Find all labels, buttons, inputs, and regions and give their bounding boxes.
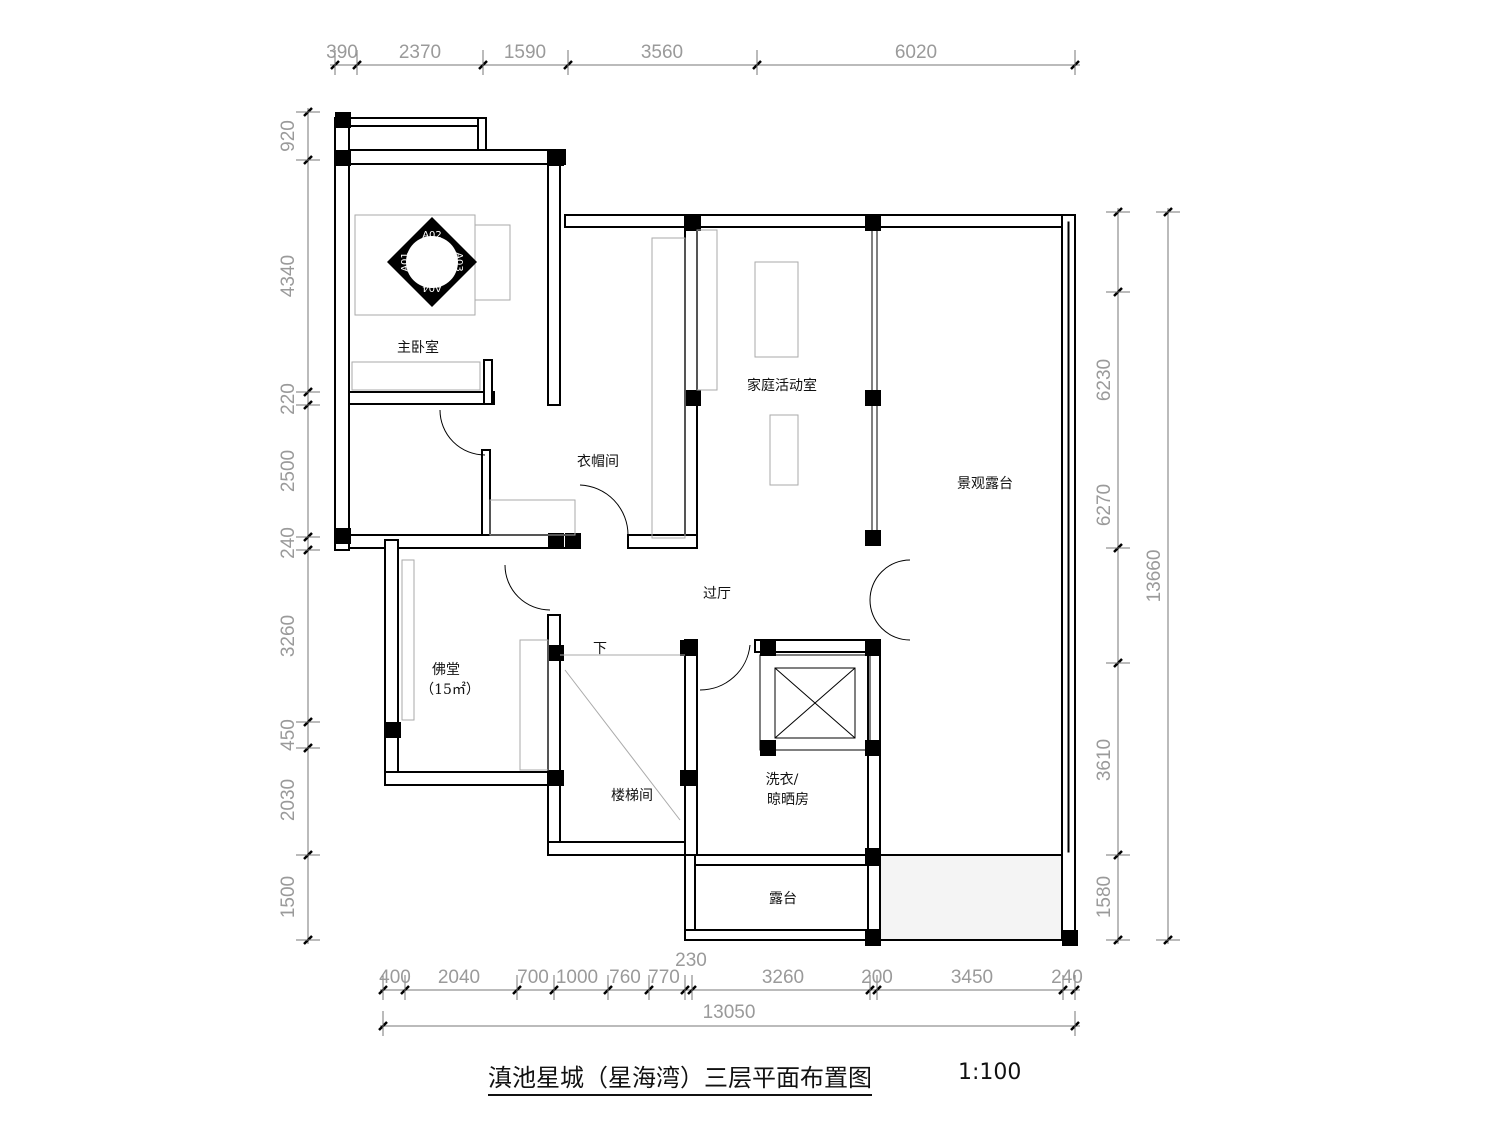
- dim-top-2: 2370: [399, 42, 441, 63]
- structural-column: [865, 530, 881, 546]
- dim-left-7: 450: [278, 719, 299, 751]
- structural-column: [865, 215, 881, 231]
- room-family-room: 家庭活动室: [747, 377, 817, 394]
- stairs-down-label: 下: [593, 641, 607, 657]
- dim-right-2: 6270: [1094, 484, 1115, 526]
- structural-column: [685, 390, 701, 406]
- dim-bottom-8: 3260: [762, 967, 804, 988]
- dim-top-4: 3560: [641, 42, 683, 63]
- dim-right-1: 6230: [1094, 359, 1115, 401]
- structural-column: [548, 150, 564, 166]
- dim-bottom-11: 240: [1051, 967, 1083, 988]
- dim-top-5: 6020: [895, 42, 937, 63]
- view-index-marker: A02 A04 A01 A03: [387, 217, 477, 307]
- dim-bottom-2: 2040: [438, 967, 480, 988]
- drawing-title: 滇池星城（星海湾）三层平面布置图: [488, 1058, 872, 1096]
- dim-bottom-7: 230: [675, 950, 707, 971]
- structural-column: [680, 640, 696, 656]
- room-walk-in-closet: 衣帽间: [577, 454, 619, 470]
- structural-column: [565, 533, 581, 549]
- structural-column: [548, 645, 564, 661]
- structural-column: [865, 640, 881, 656]
- marker-a04: A04: [422, 282, 442, 293]
- room-landscape-terrace: 景观露台: [957, 476, 1013, 492]
- right-dimension: 6230 6270 3610 1580 13660: [1094, 207, 1180, 945]
- room-buddha-hall-area: （15㎡）: [420, 682, 480, 698]
- structural-column: [760, 740, 776, 756]
- dim-left-6: 3260: [278, 615, 299, 657]
- structural-column: [865, 390, 881, 406]
- room-balcony: 露台: [769, 891, 797, 907]
- room-stairwell: 楼梯间: [611, 788, 653, 804]
- dim-top-1: 390: [326, 42, 358, 63]
- top-dimension: 390 2370 1590 3560 6020: [326, 42, 1080, 75]
- structural-column: [335, 112, 351, 128]
- structural-column: [865, 740, 881, 756]
- marker-a01: A01: [400, 252, 411, 272]
- columns: [335, 112, 1078, 946]
- room-laundry-line2: 晾晒房: [767, 792, 809, 808]
- structural-column: [1062, 930, 1078, 946]
- dim-left-8: 2030: [278, 779, 299, 821]
- structural-column: [865, 930, 881, 946]
- dim-left-9: 1500: [278, 876, 299, 918]
- room-hall: 过厅: [703, 586, 731, 602]
- dim-right-total: 13660: [1144, 550, 1165, 603]
- left-dimension: 920 4340 220 2500 240 3260 450 2030 1500: [278, 107, 320, 945]
- structural-column: [385, 722, 401, 738]
- structural-column: [760, 640, 776, 656]
- dim-bottom-4: 1000: [556, 967, 598, 988]
- marker-a03: A03: [453, 252, 464, 272]
- drawing-scale: 1:100: [958, 1060, 1022, 1085]
- structural-column: [548, 533, 564, 549]
- structural-column: [685, 215, 701, 231]
- structural-column: [548, 770, 564, 786]
- dim-bottom-6: 770: [648, 967, 680, 988]
- room-buddha-hall: 佛堂: [432, 662, 460, 678]
- dim-left-1: 920: [278, 120, 299, 152]
- dim-bottom-3: 700: [517, 967, 549, 988]
- structural-column: [335, 528, 351, 544]
- dim-left-4: 2500: [278, 450, 299, 492]
- dim-left-2: 4340: [278, 255, 299, 297]
- dim-top-3: 1590: [504, 42, 546, 63]
- dim-left-5: 240: [278, 527, 299, 559]
- dim-bottom-total: 13050: [703, 1002, 756, 1023]
- dim-right-4: 1580: [1094, 876, 1115, 918]
- dim-bottom-5: 760: [609, 967, 641, 988]
- marker-a02: A02: [422, 230, 442, 241]
- bottom-dimension: 400 2040 700 1000 760 770 230 3260 200 3…: [378, 950, 1083, 1036]
- dim-bottom-9: 200: [861, 967, 893, 988]
- dim-bottom-1: 400: [379, 967, 411, 988]
- furniture: [351, 214, 911, 821]
- structural-column: [335, 150, 351, 166]
- dim-left-3: 220: [278, 383, 299, 415]
- structural-column: [865, 848, 881, 864]
- dim-bottom-10: 3450: [951, 967, 993, 988]
- room-laundry-line1: 洗衣/: [766, 772, 799, 788]
- structural-column: [680, 770, 696, 786]
- room-master-bedroom: 主卧室: [397, 339, 439, 356]
- dim-right-3: 3610: [1094, 739, 1115, 781]
